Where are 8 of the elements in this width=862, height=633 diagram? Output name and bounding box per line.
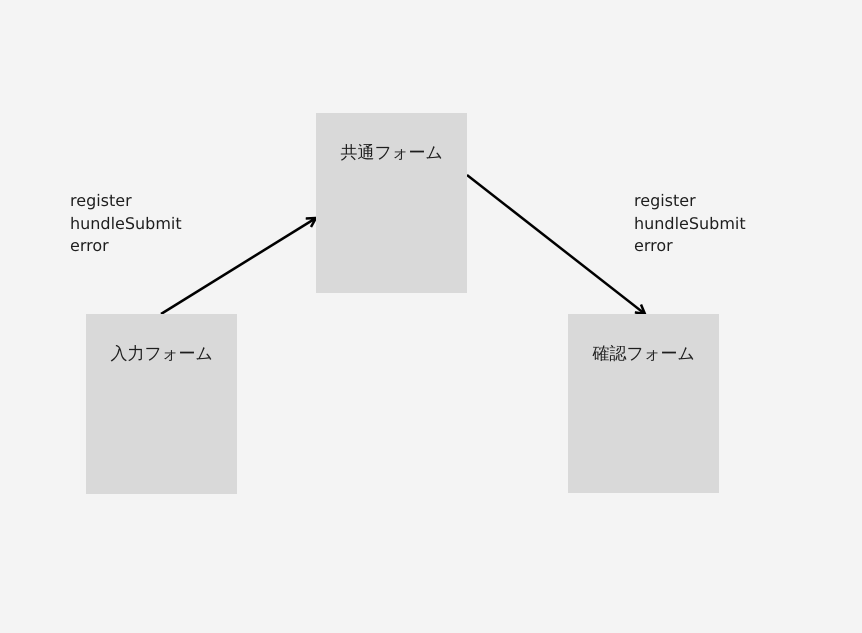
form-box bbox=[568, 314, 719, 493]
box-title: 共通フォーム bbox=[340, 142, 444, 164]
box-title: 確認フォーム bbox=[592, 343, 696, 365]
arrow bbox=[160, 216, 318, 316]
box-title: 入力フォーム bbox=[110, 343, 214, 365]
arrow bbox=[466, 174, 646, 316]
form-box bbox=[316, 113, 467, 293]
form-box bbox=[86, 314, 237, 494]
